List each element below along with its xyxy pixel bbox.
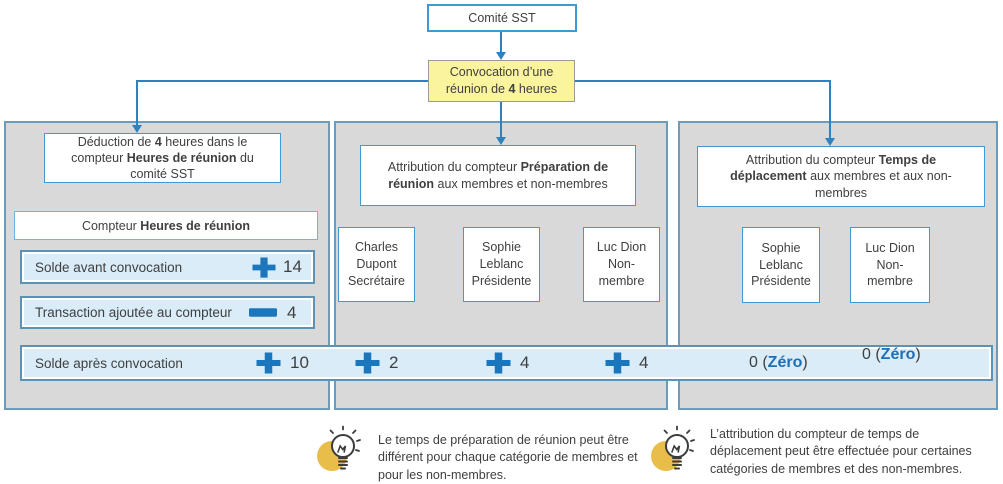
prep-value-charles: 2 (354, 347, 398, 379)
note-preparation: Le temps de préparation de réunion peut … (378, 433, 638, 482)
person-card-sophie-right: Sophie Leblanc Présidente (742, 227, 820, 303)
person-card-luc-middle: Luc Dion Non- membre (583, 227, 660, 302)
connector-line (136, 80, 428, 82)
plus-icon (251, 256, 277, 279)
plus-icon (354, 351, 381, 375)
person-card-luc-right: Luc Dion Non- membre (850, 227, 930, 303)
arrow-down-icon (132, 125, 142, 133)
lightbulb-icon (650, 425, 700, 481)
prep-value-luc: 4 (604, 347, 648, 379)
plus-icon (485, 351, 512, 375)
connector-line (500, 102, 502, 138)
transaction-label: Transaction ajoutée au compteur (35, 305, 232, 320)
middle-panel-title: Attribution du compteur Préparation de r… (360, 145, 636, 206)
balance-after-label-group: Solde après convocation (35, 347, 183, 379)
lightbulb-icon (316, 425, 366, 481)
plus-icon (604, 351, 631, 375)
convocation-box: Convocation d’une réunion de 4 heures (428, 60, 575, 102)
plus-icon (255, 351, 282, 375)
transaction-row: Transaction ajoutée au compteur 4 (20, 296, 315, 329)
person-card-charles: Charles Dupont Secrétaire (338, 227, 415, 302)
connector-line (575, 80, 831, 82)
transaction-value: 4 (287, 302, 297, 322)
travel-value-luc: 0 (Zéro) (862, 346, 921, 363)
right-panel-title: Attribution du compteur Temps de déplace… (697, 146, 985, 207)
committee-label: Comité SST (468, 11, 536, 25)
convocation-line2: réunion de 4 heures (445, 82, 558, 96)
balance-after-value: 10 (290, 353, 309, 372)
balance-after-value-group: 10 (255, 347, 309, 379)
person-card-sophie-middle: Sophie Leblanc Présidente (463, 227, 540, 302)
convocation-line1: Convocation d’une (449, 65, 554, 80)
travel-value-sophie: 0 (Zéro) (749, 354, 808, 371)
committee-box: Comité SST (427, 4, 577, 32)
connector-line (136, 80, 138, 126)
balance-before-row: Solde avant convocation 14 (20, 250, 315, 284)
left-panel-title: Déduction de 4 heures dans le compteur H… (44, 133, 281, 183)
connector-line (500, 32, 502, 53)
minus-icon (249, 308, 277, 317)
prep-value-sophie: 4 (485, 347, 529, 379)
arrow-down-icon (825, 138, 835, 146)
balance-after-label: Solde après convocation (35, 355, 183, 371)
balance-after-band: Solde après convocation 10 2 4 4 (20, 345, 993, 381)
arrow-down-icon (496, 137, 506, 145)
connector-line (829, 80, 831, 139)
balance-before-label: Solde avant convocation (35, 259, 183, 275)
note-travel: L’attribution du compteur de temps de dé… (710, 427, 972, 476)
arrow-down-icon (496, 52, 506, 60)
counter-header-box: Compteur Heures de réunion (14, 211, 318, 240)
balance-before-value: 14 (283, 257, 302, 276)
